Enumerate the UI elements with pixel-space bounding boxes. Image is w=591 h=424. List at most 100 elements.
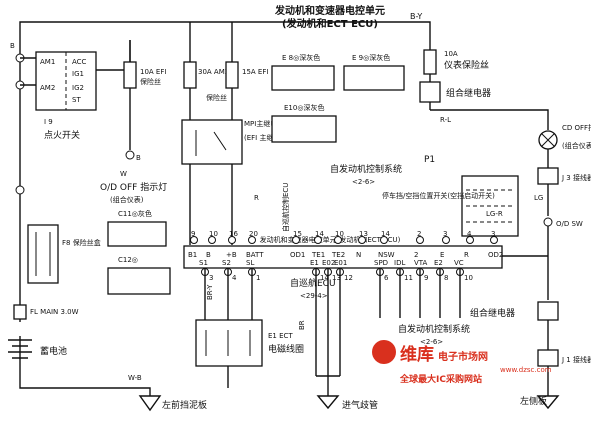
ecu-top-pin [314,236,322,244]
connector-e8 [271,65,335,91]
ecu-top-pin-label: BATT [246,251,264,259]
ecu-bottom-pin-num: 4 [232,274,237,282]
combo-relay-bottom-box [537,301,559,321]
ecu-top-pin-label: B [206,251,211,259]
label-battery: 蓄电池 [40,345,67,357]
label-od-indicator: O/D OFF 指示灯 [100,181,167,193]
ecu-top-pin-num: 14 [315,230,324,238]
combo-relay-top-box [419,81,441,103]
fuse-gauge [423,49,437,75]
label-w: W [120,170,127,178]
ecu-top-pin-label: N [356,251,361,259]
ecu-bottom-pin-label: E01 [334,259,347,267]
ecu-bottom-pin-label: SL [246,259,254,267]
ground-left-symbol [138,395,162,412]
ecu-top-pin [380,236,388,244]
wire-ground-left [19,372,151,396]
label-junction-j1: J 1 接线器 [561,355,591,364]
label-e8: E 8◎深灰色 [282,53,320,62]
ecu-top-pin-label: +B [226,251,237,259]
label-am2: AM2 [40,84,55,92]
ecu-bottom-pin-num: 11 [404,274,413,282]
ecu-top-pin [292,236,300,244]
connector-c11 [107,221,167,247]
connector-e10 [271,115,337,143]
ecu-top-pin-label: NSW [378,251,395,259]
ecu-top-pin [248,236,256,244]
label-e10: E10◎深灰色 [284,103,324,112]
ecu-top-pin-label: OD1 [290,251,305,259]
ecu-bottom-pin-num: 9 [424,274,428,282]
ecu-right-pin-label: R [464,251,469,259]
ecu-block [183,245,503,269]
junction-j3 [537,167,559,185]
ecu-bottom-pin-num: 6 [384,274,389,282]
ecu-top-pin [334,236,342,244]
label-combo-relay-top: 组合继电器 [446,87,491,99]
wire-engine-ctrl-bottom [379,268,461,318]
solenoid-block [195,319,263,367]
watermark-brand2: 电子市场网 [438,350,488,363]
ecu-top-pin-num: 9 [191,230,195,238]
ecu-top-pin-num: 10 [209,230,218,238]
ecu-top-pin-label: B1 [188,251,197,259]
label-junction-j3: J 3 接线器 [561,173,591,182]
label-c11: C11◎灰色 [118,209,152,218]
switch-contacts [466,189,514,223]
fuse-efi [123,61,137,89]
lamp-cross [541,133,555,147]
ecu-bottom-pins: S13S24SL1E114E0213E0112SPD6IDL11VTA9E28V… [199,259,473,282]
label-fuse-15a: 15A EFI [242,68,268,76]
ecu-bottom-pin-label: VC [454,259,464,267]
label-lg-right: LG [534,194,543,202]
ecu-bottom-pin-num: 13 [332,274,341,282]
ecu-bottom-pin-label: VTA [414,259,428,267]
connector-c12 [107,267,171,295]
ecu-right-pin-num: 2 [417,230,421,238]
title-line1: 发动机和变速器电控单元 [274,4,385,17]
label-p1: P1 [424,155,435,165]
label-ground-right: 左侧板 [520,395,547,407]
fuse-30a [183,61,197,89]
wire-relay-out [129,120,233,245]
watermark-slogan: 全球最大IC采购网站 [399,373,482,385]
label-fuse-gauge-name: 仪表保险丝 [444,59,489,71]
ecu-top-pin-num: 20 [249,230,258,238]
label-fuse-30a: 30A AM2 [198,68,229,76]
ecu-top-pin-label: TE2 [331,251,345,259]
pin-relay-left [125,150,135,160]
solenoid-coils [205,330,251,356]
label-st: ST [72,96,81,104]
label-br: BR [298,320,306,330]
ecu-bottom-pin-label: SPD [374,259,388,267]
ecu-right-pin [442,236,450,244]
label-e9: E 9◎深灰色 [352,53,390,62]
label-mpi-relay: MPI主继电器 [244,119,284,128]
wire-rl [430,109,549,130]
watermark-url: www.dzsc.com [500,366,552,374]
junction-j1 [537,349,559,367]
label-fl-main: FL MAIN 3.0W [30,308,79,316]
label-c12: C12◎ [118,256,138,264]
label-b-relay: B [136,154,141,162]
label-engine-ctrl-bottom: 自发动机控制系统 [398,323,470,335]
fuse-box-f8 [27,224,59,284]
ecu-right-pin [466,236,474,244]
watermark: 维库 电子市场网 www.dzsc.com 全球最大IC采购网站 [372,340,552,385]
label-fuse-efi: 10A EFI [140,68,166,76]
ecu-top-pin-num: 13 [359,230,368,238]
label-ecu-caption: 发动机和变速器电控单元(发动机和ECT ECU) [260,235,401,244]
label-bry: BR-Y [206,284,214,300]
fuse-15a [225,61,239,89]
ecu-right-pin [416,236,424,244]
label-ground-mid: 进气歧管 [342,399,378,411]
ecu-bottom-pin-num: 8 [444,274,448,282]
ecu-top-pin-label: TE1 [311,251,325,259]
pin-od-sw [543,217,553,227]
ecu-top-pin-num: 16 [229,230,238,238]
wire-label-by: B-Y [410,12,422,21]
ecu-right-pin-num: 4 [467,230,472,238]
label-od-sw: O/D SW [556,220,583,228]
ecu-bottom-pin-num: 10 [464,274,473,282]
